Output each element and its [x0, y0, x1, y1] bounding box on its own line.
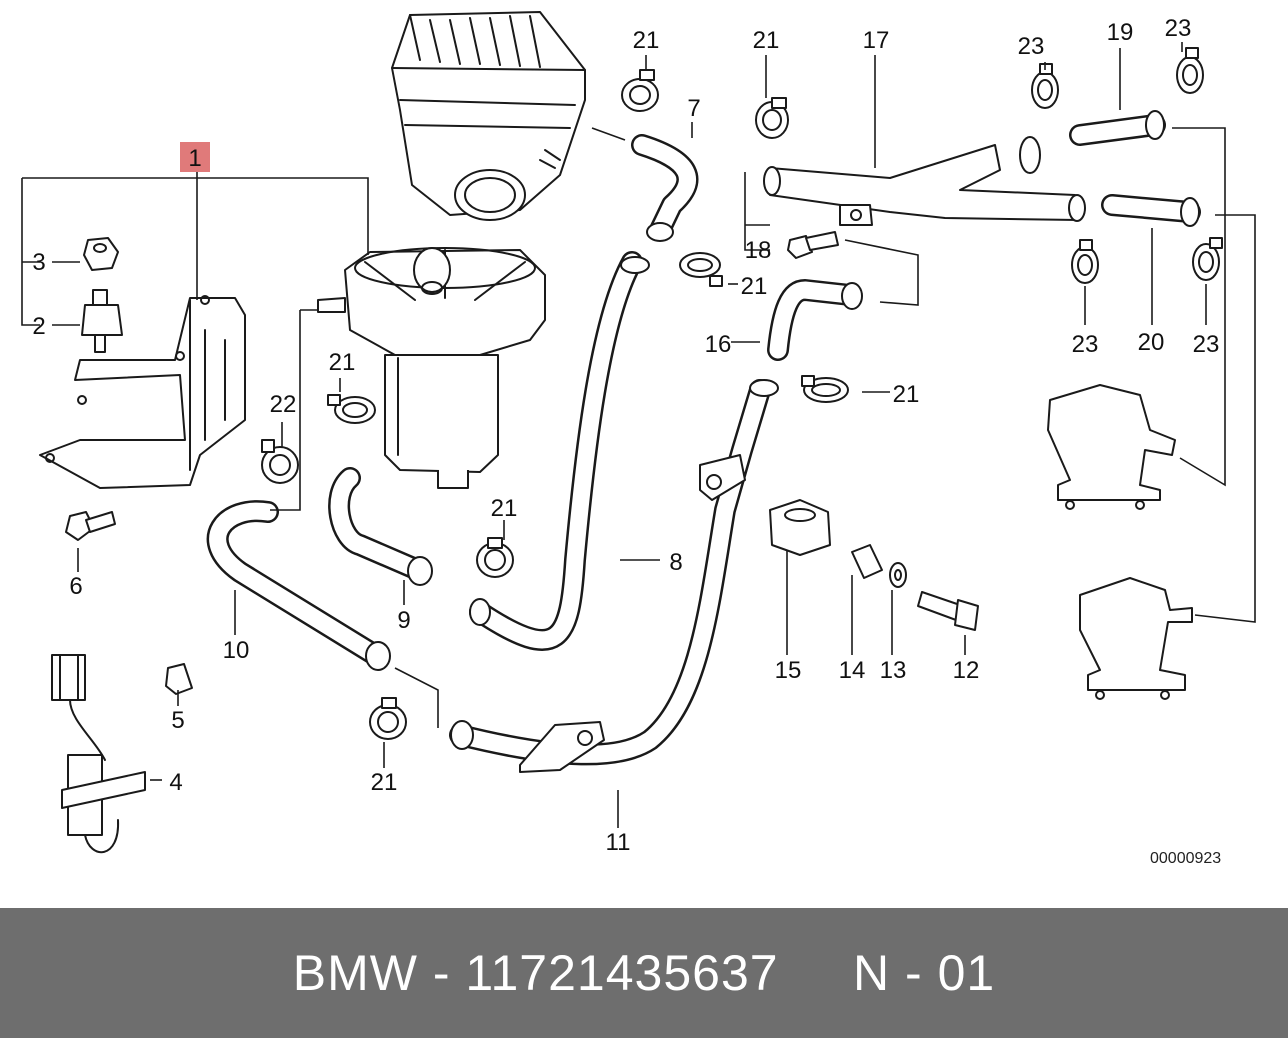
washer-13 — [889, 562, 907, 588]
callout-9: 9 — [397, 607, 410, 634]
bolt-12 — [917, 591, 979, 631]
callout-3: 3 — [32, 249, 45, 276]
callout-17: 17 — [863, 27, 890, 54]
callout-21-top-right: 21 — [753, 27, 780, 54]
exploded-view-drawing: 1 3 2 6 4 5 10 9 22 21 21 21 21 21 17 7 … — [21, 11, 1256, 856]
callout-14: 14 — [839, 657, 866, 684]
valve-15 — [769, 499, 831, 556]
clamp-23-b — [1176, 47, 1204, 94]
clamp-23-c — [1071, 239, 1099, 284]
clamp-21-c — [679, 252, 723, 287]
hose-9 — [328, 467, 433, 586]
hose-19 — [1069, 110, 1166, 146]
check-valve-lower — [1079, 577, 1193, 700]
callout-21-right: 21 — [893, 381, 920, 408]
callout-21-mid: 21 — [491, 495, 518, 522]
bolt-18 — [787, 231, 839, 259]
callout-5: 5 — [171, 707, 184, 734]
parts-diagram: 1 3 2 6 4 5 10 9 22 21 21 21 21 21 17 7 … — [21, 11, 1256, 856]
callout-22: 22 — [270, 391, 297, 418]
rubber-mount-2 — [81, 289, 123, 353]
clamp-21-d — [327, 394, 376, 424]
air-filter-housing — [391, 11, 586, 221]
pipe-11 — [449, 379, 779, 773]
callout-4: 4 — [169, 769, 182, 796]
callout-21-top-left: 21 — [633, 27, 660, 54]
callout-11: 11 — [606, 829, 631, 856]
pipe-17 — [763, 136, 1086, 226]
clamp-21-g — [369, 697, 407, 740]
check-valve-upper — [1047, 384, 1176, 510]
pump-bracket — [39, 295, 246, 489]
callout-2: 2 — [32, 313, 45, 340]
callout-1-highlight — [180, 142, 210, 172]
callout-16: 16 — [705, 331, 732, 358]
callout-23-c: 23 — [1072, 331, 1099, 358]
callout-1: 1 — [188, 145, 201, 172]
sensor-4 — [51, 654, 146, 854]
callout-21-bottom: 21 — [371, 769, 398, 796]
callout-18: 18 — [745, 237, 772, 264]
callout-6: 6 — [69, 573, 82, 600]
diagram-reference-code: 00000923 — [1150, 850, 1222, 867]
clamp-21-e — [801, 375, 849, 403]
clamp-22 — [261, 439, 299, 484]
part-number-caption: BMW - 11721435637 N - 01 — [292, 945, 996, 1001]
clamp-23-a — [1031, 63, 1059, 109]
callout-21-hose16: 21 — [741, 273, 768, 300]
callout-23-a: 23 — [1018, 33, 1045, 60]
clamp-21-b — [755, 97, 789, 139]
callout-23-b: 23 — [1165, 15, 1192, 42]
hose-7 — [631, 134, 699, 242]
callout-19: 19 — [1107, 19, 1134, 46]
callout-8: 8 — [669, 549, 682, 576]
callout-7: 7 — [687, 95, 700, 122]
hose-8 — [469, 251, 650, 651]
air-pump — [317, 247, 546, 489]
hose-20 — [1101, 194, 1201, 227]
callout-12: 12 — [953, 657, 980, 684]
hose-10 — [206, 500, 391, 671]
callout-13: 13 — [880, 657, 907, 684]
callout-23-d: 23 — [1193, 331, 1220, 358]
clamp-21-f — [476, 537, 514, 578]
bolt-6 — [65, 511, 116, 541]
callout-10: 10 — [223, 637, 250, 664]
callout-15: 15 — [775, 657, 802, 684]
clamp-21-a — [621, 69, 659, 112]
rubber-mount-3 — [83, 237, 119, 271]
leader-lines — [21, 42, 1256, 828]
footer-bar: BMW - 11721435637 N - 01 — [0, 908, 1288, 1038]
clamp-23-d — [1192, 237, 1223, 281]
clip-5 — [165, 663, 193, 695]
hose-16 — [767, 279, 863, 361]
callout-21-pump: 21 — [329, 349, 356, 376]
callout-20: 20 — [1138, 329, 1165, 356]
sleeve-14 — [851, 544, 883, 579]
